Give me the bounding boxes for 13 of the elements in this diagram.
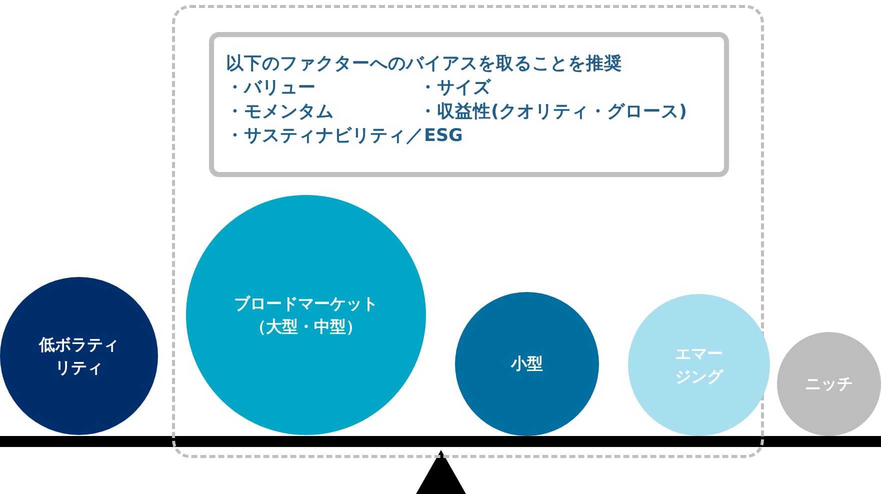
- panel-heading: 以下のファクターへのバイアスを取ることを推奨: [226, 53, 622, 75]
- circle-label: 低ボラティリティ: [39, 334, 119, 379]
- dashed-region: [172, 5, 764, 458]
- factor-item: ・サスティナビリティ／ESG: [226, 125, 463, 147]
- factor-item: ・バリュー: [226, 77, 316, 99]
- circle-label: ブロードマーケット（大型・中型）: [233, 292, 379, 338]
- circle-label: 小型: [510, 353, 544, 376]
- factor-panel: [209, 32, 729, 177]
- factor-item: ・収益性(クオリティ・グロース): [419, 101, 687, 123]
- factor-item: ・モメンタム: [226, 101, 334, 123]
- factor-item: ・サイズ: [419, 77, 491, 99]
- circle-label: ニッチ: [804, 373, 854, 396]
- circle-label: エマージング: [674, 342, 724, 388]
